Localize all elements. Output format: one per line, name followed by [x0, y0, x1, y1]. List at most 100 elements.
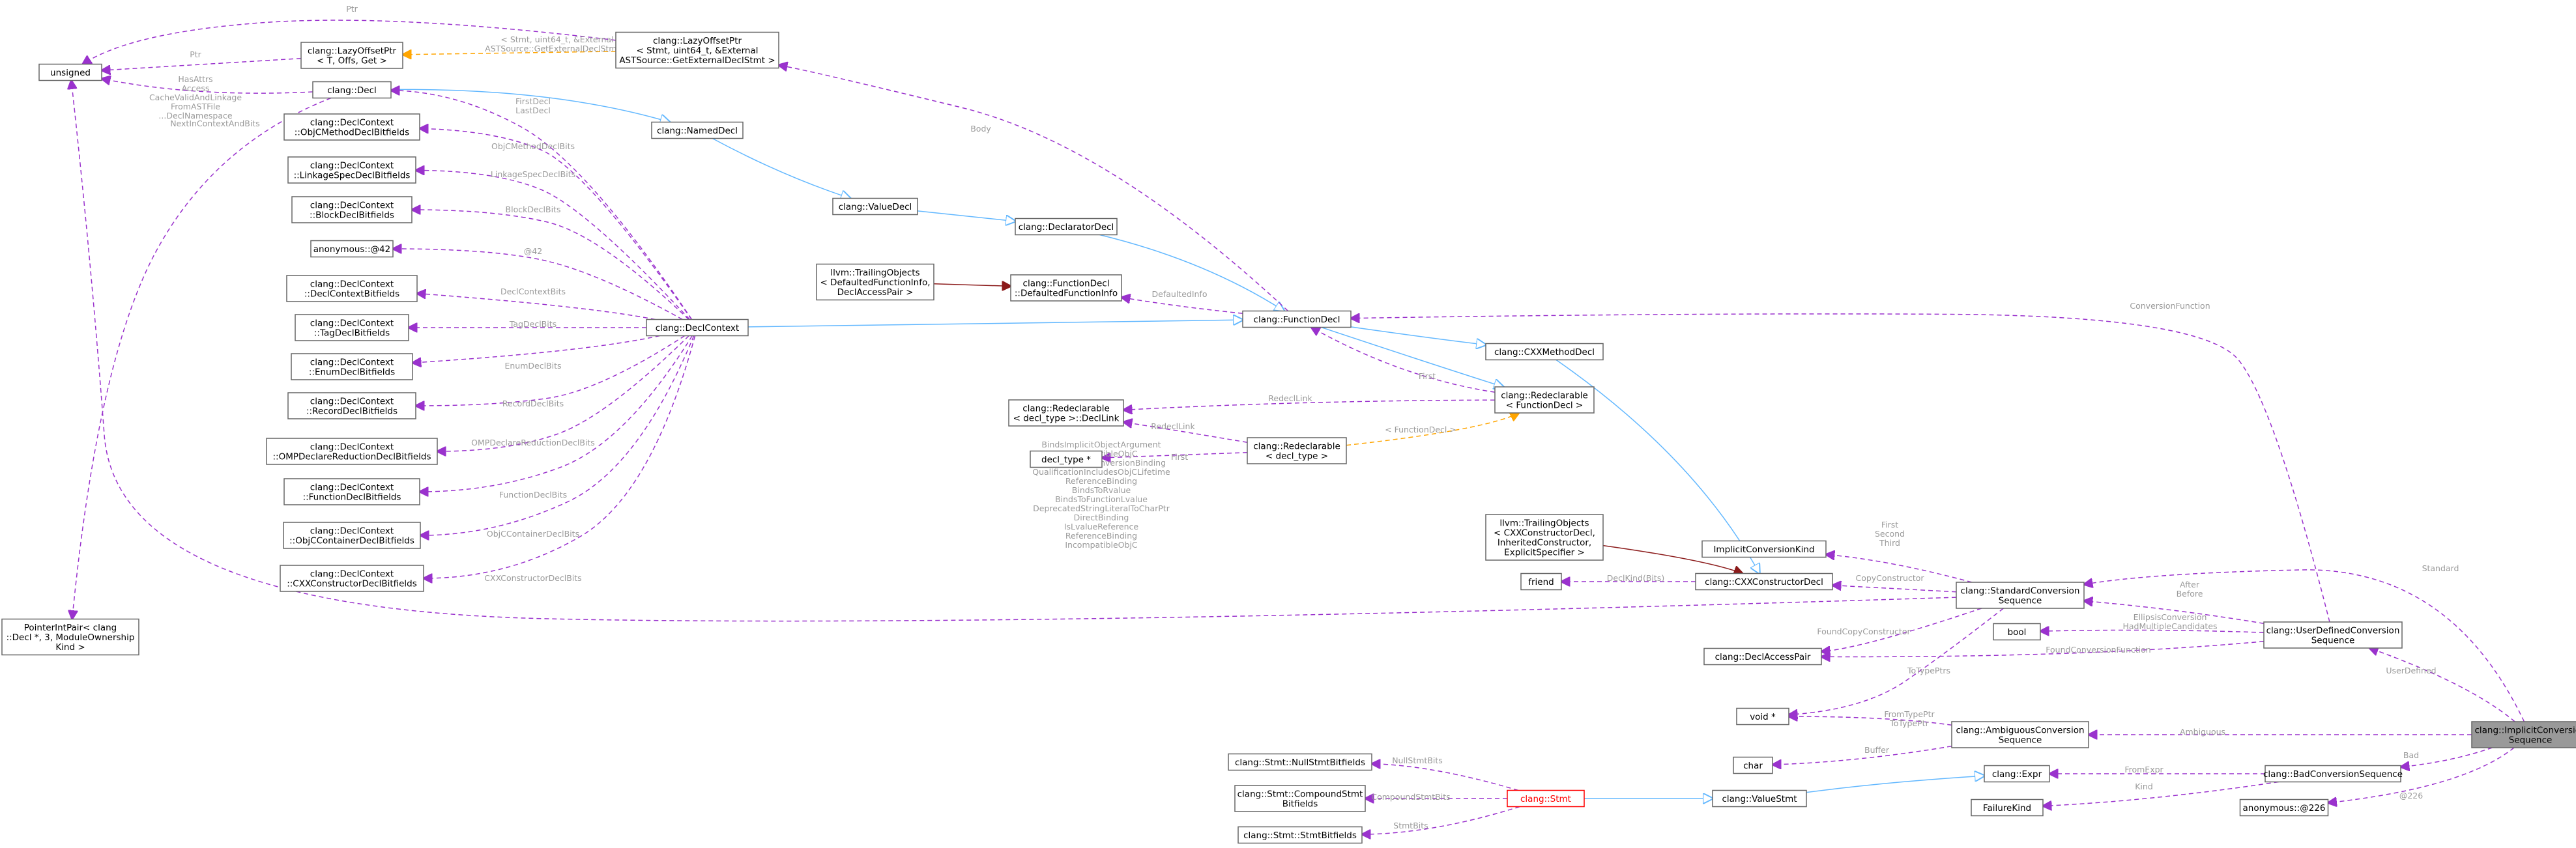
node-box-friend[interactable]: [1520, 572, 1562, 591]
node-linkage[interactable]: clang::DeclContext::LinkageSpecDeclBitfi…: [287, 156, 416, 184]
node-box-decltypep[interactable]: [1030, 450, 1103, 468]
node-box-stmtbits[interactable]: [1237, 826, 1363, 844]
node-box-stmt[interactable]: [1507, 789, 1585, 808]
node-box-boolt[interactable]: [1993, 623, 2041, 641]
node-box-valuestmt[interactable]: [1712, 789, 1807, 808]
node-objcmethod[interactable]: clang::DeclContext::ObjCMethodDeclBitfie…: [283, 113, 420, 141]
node-box-dcbits[interactable]: [286, 275, 418, 302]
node-box-redeclf[interactable]: [1494, 386, 1595, 414]
node-objccont[interactable]: clang::DeclContext::ObjCContainerDeclBit…: [283, 522, 421, 549]
node-box-valuedecl[interactable]: [832, 197, 918, 216]
node-box-decl[interactable]: [312, 81, 392, 99]
node-box-objcmethod[interactable]: [283, 113, 420, 141]
node-chart[interactable]: char: [1733, 756, 1773, 774]
node-lazy2[interactable]: clang::LazyOffsetPtr< T, Offs, Get >: [300, 42, 403, 69]
node-record[interactable]: clang::DeclContext::RecordDeclBitfields: [287, 392, 416, 419]
node-box-record[interactable]: [287, 392, 416, 419]
node-box-udconv[interactable]: [2263, 621, 2403, 649]
node-box-stdconv[interactable]: [1956, 582, 2085, 609]
node-box-compbits[interactable]: [1234, 785, 1366, 812]
node-bad[interactable]: clang::BadConversionSequence: [2263, 765, 2403, 783]
node-expr[interactable]: clang::Expr: [1984, 765, 2050, 783]
node-box-anon42[interactable]: [310, 240, 394, 258]
node-nameddecl[interactable]: clang::NamedDecl: [651, 121, 744, 139]
node-decltypep[interactable]: decl_type *: [1030, 450, 1103, 468]
node-box-cxxctorbits[interactable]: [280, 565, 424, 592]
node-anon226[interactable]: anonymous::@226: [2239, 799, 2329, 817]
node-failkind[interactable]: FailureKind: [1971, 799, 2044, 817]
node-cxxctorbits[interactable]: clang::DeclContext::CXXConstructorDeclBi…: [280, 565, 424, 592]
node-valuestmt[interactable]: clang::ValueStmt: [1712, 789, 1807, 808]
node-ptrint[interactable]: PointerIntPair< clang::Decl *, 3, Module…: [1, 618, 139, 656]
node-box-redecllink[interactable]: [1008, 399, 1124, 427]
node-box-trailctor[interactable]: [1485, 514, 1604, 561]
node-box-enumb[interactable]: [291, 353, 413, 380]
node-trailctor[interactable]: llvm::TrailingObjects< CXXConstructorDec…: [1485, 514, 1604, 561]
node-funcdecl[interactable]: clang::FunctionDecl: [1242, 310, 1352, 328]
node-declctx[interactable]: clang::DeclContext: [646, 318, 749, 337]
node-redeclt[interactable]: clang::Redeclarable< decl_type >: [1247, 437, 1347, 464]
node-access[interactable]: clang::DeclAccessPair: [1703, 647, 1822, 666]
node-box-implkind[interactable]: [1701, 540, 1827, 558]
node-decl[interactable]: clang::Decl: [312, 81, 392, 99]
node-box-declctx[interactable]: [646, 318, 749, 337]
node-box-ctor[interactable]: [1695, 572, 1833, 591]
node-nullbits[interactable]: clang::Stmt::NullStmtBitfields: [1228, 753, 1372, 771]
node-box-method[interactable]: [1485, 343, 1604, 361]
node-box-nullbits[interactable]: [1228, 753, 1372, 771]
node-box-objccont[interactable]: [283, 522, 421, 549]
node-box-redeclt[interactable]: [1247, 437, 1347, 464]
node-box-unsigned[interactable]: [38, 63, 102, 81]
node-redecllink[interactable]: clang::Redeclarable< decl_type >::DeclLi…: [1008, 399, 1124, 427]
node-box-omp[interactable]: [266, 438, 438, 465]
node-box-nameddecl[interactable]: [651, 121, 744, 139]
node-box-ptrint[interactable]: [1, 618, 139, 656]
node-box-failkind[interactable]: [1971, 799, 2044, 817]
node-omp[interactable]: clang::DeclContext::OMPDeclareReductionD…: [266, 438, 438, 465]
node-box-funcbits[interactable]: [283, 478, 420, 505]
node-box-ambig[interactable]: [1951, 721, 2089, 748]
node-method[interactable]: clang::CXXMethodDecl: [1485, 343, 1604, 361]
node-box-voidp[interactable]: [1736, 707, 1789, 726]
node-box-lazy2[interactable]: [300, 42, 403, 69]
node-box-tag[interactable]: [295, 314, 409, 341]
node-friend[interactable]: friend: [1520, 572, 1562, 591]
node-box-declarator[interactable]: [1015, 218, 1118, 236]
node-box-linkage[interactable]: [287, 156, 416, 184]
node-funcbits[interactable]: clang::DeclContext::FunctionDeclBitfield…: [283, 478, 420, 505]
node-defaulted[interactable]: clang::FunctionDecl::DefaultedFunctionIn…: [1010, 274, 1122, 302]
node-box-anon226[interactable]: [2239, 799, 2329, 817]
node-valuedecl[interactable]: clang::ValueDecl: [832, 197, 918, 216]
node-box-expr[interactable]: [1984, 765, 2050, 783]
node-redeclf[interactable]: clang::Redeclarable< FunctionDecl >: [1494, 386, 1595, 414]
node-tag[interactable]: clang::DeclContext::TagDeclBitfields: [295, 314, 409, 341]
node-ctor[interactable]: clang::CXXConstructorDecl: [1695, 572, 1833, 591]
node-enumb[interactable]: clang::DeclContext::EnumDeclBitfields: [291, 353, 413, 380]
node-box-bad[interactable]: [2265, 765, 2401, 783]
node-box-access[interactable]: [1703, 647, 1822, 666]
node-box-defaulted[interactable]: [1010, 274, 1122, 302]
node-box-trailfunc[interactable]: [816, 263, 934, 301]
node-box-funcdecl[interactable]: [1242, 310, 1352, 328]
node-unsigned[interactable]: unsigned: [38, 63, 102, 81]
node-boolt[interactable]: bool: [1993, 623, 2041, 641]
node-implkind[interactable]: ImplicitConversionKind: [1701, 540, 1827, 558]
node-box-block[interactable]: [291, 196, 412, 223]
node-stmtbits[interactable]: clang::Stmt::StmtBitfields: [1237, 826, 1363, 844]
node-declarator[interactable]: clang::DeclaratorDecl: [1015, 218, 1118, 236]
node-dcbits[interactable]: clang::DeclContext::DeclContextBitfields: [286, 275, 418, 302]
node-voidp[interactable]: void *: [1736, 707, 1789, 726]
node-trailfunc[interactable]: llvm::TrailingObjects< DefaultedFunction…: [816, 263, 934, 301]
node-lazy1[interactable]: clang::LazyOffsetPtr< Stmt, uint64_t, &E…: [615, 31, 779, 69]
node-box-chart[interactable]: [1733, 756, 1773, 774]
node-box-lazy1[interactable]: [615, 31, 779, 69]
node-stmt[interactable]: clang::Stmt: [1507, 789, 1585, 808]
node-anon42[interactable]: anonymous::@42: [310, 240, 394, 258]
node-block[interactable]: clang::DeclContext::BlockDeclBitfields: [291, 196, 412, 223]
node-box-ics[interactable]: [2471, 721, 2576, 748]
